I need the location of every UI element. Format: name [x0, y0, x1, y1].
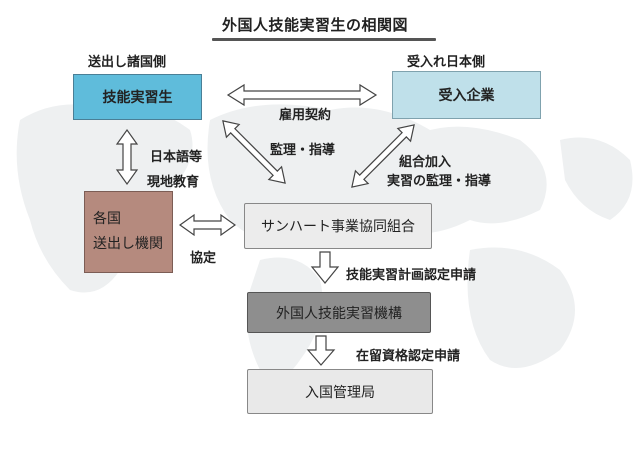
- trainee-label: 技能実習生: [102, 90, 173, 106]
- membership-label-line2: 実習の監理・指導: [387, 174, 492, 189]
- sending-org-line2: 送出し機関: [93, 236, 163, 252]
- trainee-box: 技能実習生: [73, 74, 202, 120]
- status-application-label: 在留資格認定申請: [356, 349, 461, 364]
- agreement-arrow-icon: [178, 213, 237, 237]
- union-box: サンハート事業協同組合: [244, 203, 432, 249]
- membership-arrow-icon: [351, 124, 415, 188]
- education-arrow-icon: [115, 128, 139, 186]
- receiving-side-label: 受入れ日本側: [407, 55, 486, 70]
- title-underline: [212, 38, 436, 41]
- education-label-line2: 現地教育: [147, 175, 200, 190]
- diagram-title: 外国人技能実習生の相関図: [221, 16, 408, 34]
- otit-box: 外国人技能実習機構: [247, 292, 431, 333]
- employment-contract-label: 雇用契約: [279, 108, 332, 123]
- plan-application-arrow-icon: [310, 251, 340, 284]
- agreement-label: 協定: [190, 251, 217, 266]
- immigration-label: 入国管理局: [305, 384, 375, 401]
- plan-application-label: 技能実習計画認定申請: [346, 268, 477, 283]
- supervision-label: 監理・指導: [270, 143, 336, 158]
- supervision-arrow-icon: [222, 120, 286, 184]
- company-box: 受入企業: [392, 71, 541, 119]
- union-label: サンハート事業協同組合: [261, 219, 415, 235]
- sending-org-line1: 各国: [93, 211, 121, 227]
- immigration-box: 入国管理局: [247, 369, 433, 414]
- sending-side-label: 送出し諸国側: [88, 55, 167, 70]
- otit-label: 外国人技能実習機構: [276, 305, 402, 322]
- sending-organization-box: 各国 送出し機関: [84, 191, 173, 273]
- status-application-arrow-icon: [306, 335, 336, 366]
- education-label-line1: 日本語等: [150, 150, 203, 165]
- employment-contract-arrow-icon: [226, 83, 378, 107]
- company-label: 受入企業: [438, 88, 495, 104]
- membership-label-line1: 組合加入: [399, 155, 452, 170]
